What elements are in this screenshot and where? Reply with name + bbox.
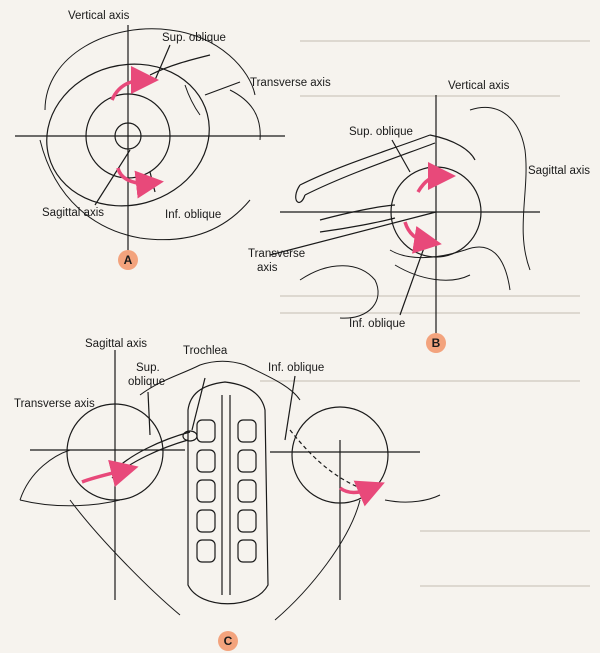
label-inf-oblique-b: Inf. oblique (349, 318, 406, 330)
label-transverse-axis-b-line1: Transverse (248, 248, 306, 260)
badge-c (218, 631, 238, 651)
panel-a-diagram (15, 25, 285, 255)
badge-a (118, 250, 138, 270)
background-text-line (420, 585, 590, 587)
sagittal-axis-pointer-a (94, 149, 131, 206)
background-text-line (420, 530, 590, 532)
label-sagittal-axis-c: Sagittal axis (85, 338, 148, 350)
background-text-line (280, 312, 580, 314)
sup-oblique-rotation-arrow-b (416, 162, 456, 193)
label-sup-oblique-b: Sup. oblique (349, 126, 413, 138)
panel-b-diagram (269, 95, 540, 335)
label-sagittal-axis-a: Sagittal axis (42, 207, 105, 219)
label-inf-oblique-c: Inf. oblique (268, 362, 325, 374)
panel-c-arrows (81, 459, 385, 507)
label-transverse-axis-c: Transverse axis (14, 398, 95, 410)
label-trochlea-c: Trochlea (183, 345, 228, 357)
inf-oblique-rotation-arrow-c (338, 480, 385, 507)
label-sup-oblique-c-line1: Sup. (136, 362, 160, 374)
label-vertical-axis-b: Vertical axis (448, 80, 510, 92)
label-sup-oblique-a: Sup. oblique (162, 32, 226, 44)
label-transverse-axis-a: Transverse axis (250, 77, 331, 89)
sup-oblique-rotation-arrow-c (81, 459, 139, 487)
sup-oblique-rotation-arrow-a (110, 66, 159, 101)
sup-oblique-tendon-c (114, 431, 191, 471)
badge-c-letter: C (223, 634, 233, 648)
trochlea-c (182, 430, 198, 442)
badge-a-letter: A (123, 253, 133, 267)
inf-oblique-rotation-arrow-b (403, 221, 442, 254)
panel-c-diagram (19, 350, 441, 621)
inf-oblique-muscle-c (289, 429, 361, 489)
panel-b-arrows (403, 162, 456, 254)
rectus-muscle-b (319, 204, 396, 221)
label-sagittal-axis-b: Sagittal axis (528, 165, 591, 177)
badge-b (426, 333, 446, 353)
label-transverse-axis-b-line2: axis (257, 262, 278, 274)
label-vertical-axis-a: Vertical axis (68, 10, 130, 22)
panel-a-arrows (110, 66, 164, 199)
transverse-axis-b (269, 211, 437, 256)
inf-oblique-rotation-arrow-a (116, 167, 164, 199)
label-inf-oblique-a: Inf. oblique (165, 209, 222, 221)
label-sup-oblique-c-line2: oblique (128, 376, 166, 388)
badge-b-letter: B (431, 336, 441, 350)
background-text-line (260, 380, 580, 382)
background-text-line (300, 40, 590, 42)
background-text-line (300, 95, 560, 97)
sup-oblique-muscle-b (299, 134, 431, 186)
background-text-line (280, 295, 580, 297)
globe-a (46, 63, 210, 207)
